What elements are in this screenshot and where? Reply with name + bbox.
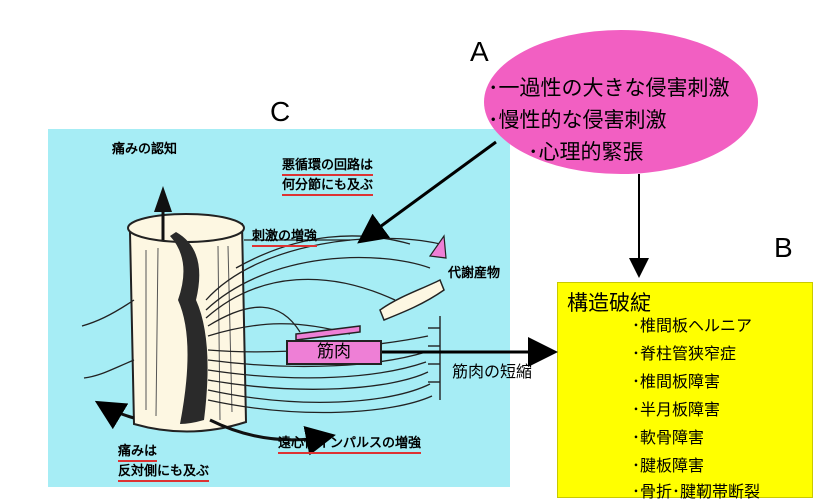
contralateral-line2: 反対側にも及ぶ xyxy=(118,460,210,482)
metabolites-label: 代謝産物 xyxy=(448,266,501,281)
pain-recognition-label: 痛みの認知 xyxy=(112,142,178,157)
efferent-increase-label: 遠心性インパルスの増強 xyxy=(278,432,422,454)
causes-ellipse xyxy=(484,30,758,174)
vicious-cycle-line2: 何分節にも及ぶ xyxy=(282,174,374,196)
label-b: B xyxy=(774,232,793,263)
structural-item: ･椎間板ヘルニア xyxy=(632,316,753,335)
cause-chronic-stimulus: ･慢性的な侵害刺激 xyxy=(488,108,667,132)
label-a: A xyxy=(470,36,489,67)
structural-item: ･脊柱管狭窄症 xyxy=(632,344,737,363)
structural-item: ･腱板障害 xyxy=(632,456,705,475)
vicious-cycle-line1: 悪循環の回路は xyxy=(282,154,374,176)
contralateral-line1: 痛みは xyxy=(118,440,158,462)
spinal-cord xyxy=(127,213,248,433)
spread-arrows xyxy=(94,400,336,456)
muscle-fibers xyxy=(295,234,447,341)
structural-item: ･骨折･腱靭帯断裂 xyxy=(632,482,761,501)
nerve-fibers xyxy=(205,235,441,414)
stimulus-increase-label: 刺激の増強 xyxy=(252,225,318,247)
ascending-arrow xyxy=(154,186,172,240)
cause-acute-stimulus: ･一過性の大きな侵害刺激 xyxy=(488,76,730,100)
structural-item: ･軟骨障害 xyxy=(632,428,705,447)
structural-failure-box xyxy=(557,282,813,498)
arrow-causes-to-stimulus xyxy=(357,140,497,244)
structural-failure-title: 構造破綻 xyxy=(567,291,651,315)
structural-item: ･椎間板障害 xyxy=(632,372,721,391)
afferent-fibers-left xyxy=(81,299,135,379)
structural-item: ･半月板障害 xyxy=(632,400,721,419)
cause-psychological-tension: ･心理的緊張 xyxy=(528,140,644,164)
attachment-line xyxy=(428,316,441,400)
label-c: C xyxy=(270,96,291,127)
muscle-box: 筋肉 xyxy=(286,340,382,365)
muscle-shortening-label: 筋肉の短縮 xyxy=(452,362,533,381)
